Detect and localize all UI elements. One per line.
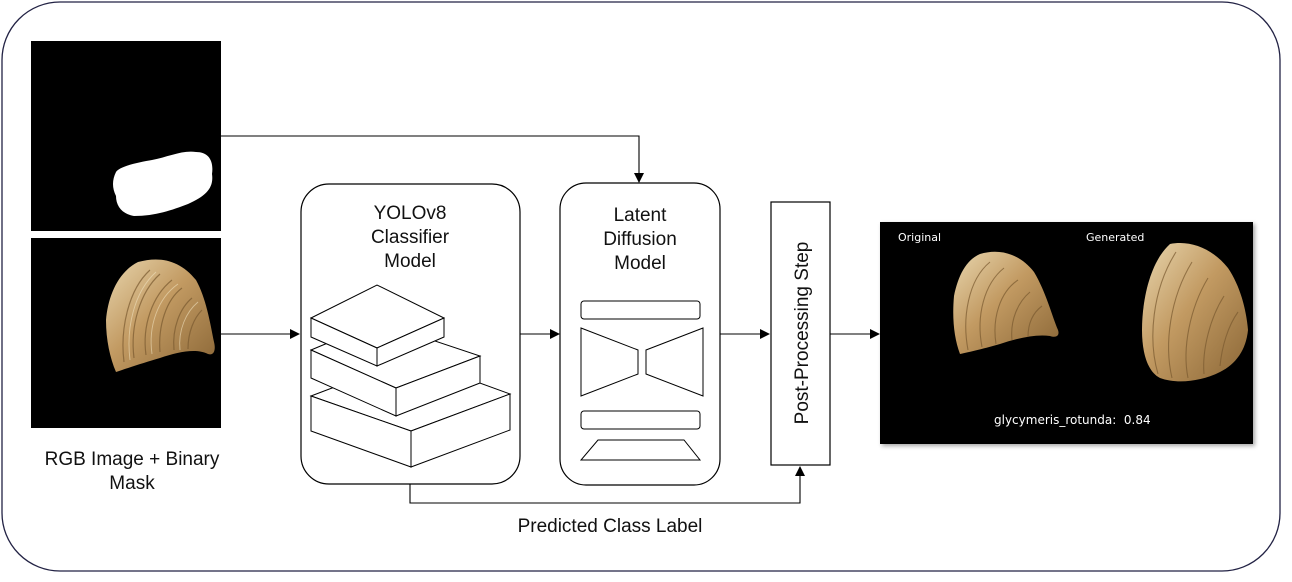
- binary-mask-image: [31, 41, 221, 231]
- predicted-class-label: Predicted Class Label: [518, 516, 703, 537]
- output-image: Original Generated glycymeris_rotunda: [880, 222, 1253, 444]
- classifier-title-line1: YOLOv8: [374, 203, 447, 224]
- original-shell: [953, 251, 1059, 354]
- diffusion-title-line1: Latent: [614, 205, 668, 226]
- classifier-title-line2: Classifier: [371, 227, 450, 248]
- original-label: Original: [898, 231, 941, 244]
- mask-shape: [113, 151, 213, 216]
- unet-icon: [579, 300, 704, 461]
- generated-shell: [1142, 243, 1248, 382]
- connectors: [221, 135, 880, 504]
- arrow-mask-to-diffusion: [221, 135, 644, 183]
- shell-photo: [106, 259, 215, 372]
- diffusion-box: Latent Diffusion Model: [559, 182, 721, 486]
- input-caption-line1: RGB Image + Binary: [45, 449, 220, 470]
- post-processing-label: Post-Processing Step: [792, 242, 813, 425]
- diffusion-title-line2: Diffusion: [603, 229, 677, 250]
- rgb-shell-image: [31, 238, 221, 428]
- generated-label: Generated: [1086, 231, 1144, 244]
- input-caption-line2: Mask: [109, 473, 155, 494]
- post-processing-box: Post-Processing Step: [770, 201, 831, 466]
- classifier-title-line3: Model: [384, 251, 436, 272]
- diffusion-title-line3: Model: [614, 253, 666, 274]
- layer-stack-icon: [309, 284, 512, 468]
- arrow-classlabel-to-postprocess: [409, 466, 805, 504]
- prediction-text: glycymeris_rotunda: 0.84: [994, 413, 1151, 427]
- classifier-box: YOLOv8 Classifier Model: [300, 183, 521, 485]
